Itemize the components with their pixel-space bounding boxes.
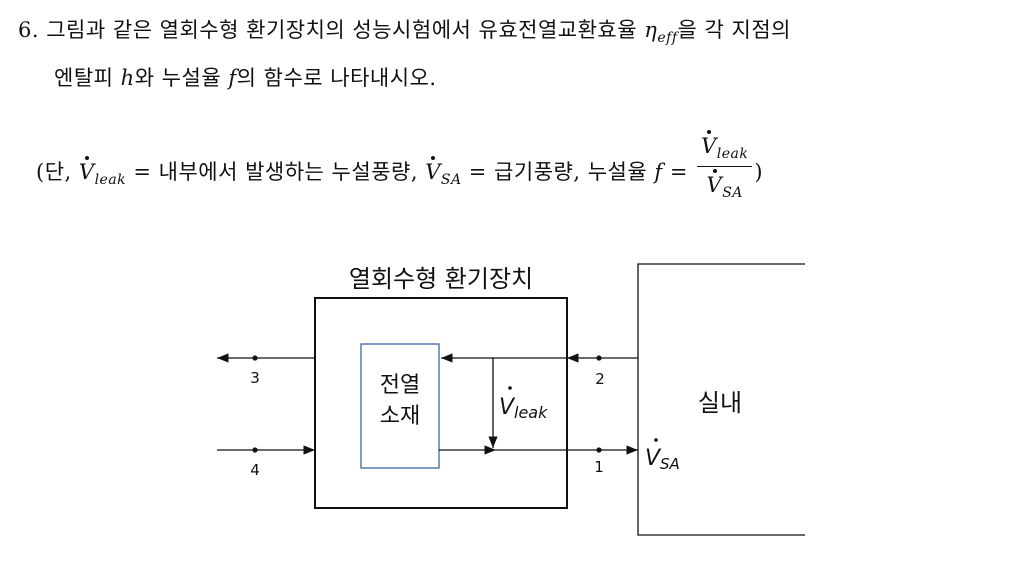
v-sa-label: V SA (645, 438, 680, 473)
point-4-marker (252, 447, 258, 453)
point-2-label: 2 (595, 370, 605, 388)
question-number: 6. (18, 18, 40, 42)
question-text-1-tail: 을 각 지점의 (677, 18, 791, 42)
indoor-room (637, 263, 805, 536)
v-leak-label: V leak (499, 386, 548, 422)
point-2-marker (596, 355, 602, 361)
leak-rate-fraction: Vleak VSA (697, 134, 753, 201)
v-sa-symbol: VSA (425, 160, 462, 188)
note-equals-1: = (133, 160, 152, 184)
leak-rate-symbol: f (228, 66, 237, 90)
heat-exchange-core (360, 343, 440, 469)
question-text-2-tail: 의 함수로 나타내시오. (236, 66, 437, 90)
indoor-label: 실내 (698, 389, 742, 417)
note-sa-description: 급기풍량, 누설율 (494, 160, 648, 184)
question-line-2: 엔탈피 h와 누설율 f의 함수로 나타내시오. (54, 62, 437, 92)
note-close: ) (754, 160, 764, 184)
fraction-numerator: Vleak (697, 134, 753, 167)
core-label-line-1: 전열 (380, 373, 420, 398)
point-3-label: 3 (250, 369, 260, 387)
note-open: (단, (36, 160, 72, 184)
fraction-denominator: VSA (706, 173, 743, 201)
question-line-1: 6. 그림과 같은 열회수형 환기장치의 성능시험에서 유효전열교환효율 ηef… (18, 14, 791, 46)
question-text-2-mid: 와 누설율 (134, 66, 222, 90)
eta-eff-symbol: ηeff (644, 18, 678, 46)
question-note: (단, Vleak = 내부에서 발생하는 누설풍량, VSA = 급기풍량, … (36, 134, 764, 207)
question-text-2-head: 엔탈피 (54, 66, 114, 90)
point-1-label: 1 (594, 458, 604, 476)
core-label-line-2: 소재 (380, 404, 420, 429)
point-1-marker (596, 447, 602, 453)
leak-rate-symbol-note: f (654, 160, 663, 184)
svg-text:leak: leak (514, 403, 548, 422)
svg-text:V: V (499, 395, 516, 420)
note-leak-description: 내부에서 발생하는 누설풍량, (158, 160, 419, 184)
device-title: 열회수형 환기장치 (349, 265, 533, 293)
svg-text:SA: SA (660, 455, 680, 473)
v-leak-symbol: Vleak (78, 160, 127, 188)
note-equals-3: = (669, 160, 688, 184)
point-4-label: 4 (250, 461, 260, 479)
note-equals-2: = (468, 160, 487, 184)
svg-text:V: V (645, 446, 662, 471)
ventilator-box (314, 297, 568, 509)
enthalpy-symbol: h (120, 66, 135, 90)
point-3-marker (252, 355, 258, 361)
question-text-1: 그림과 같은 열회수형 환기장치의 성능시험에서 유효전열교환효율 (46, 18, 638, 42)
